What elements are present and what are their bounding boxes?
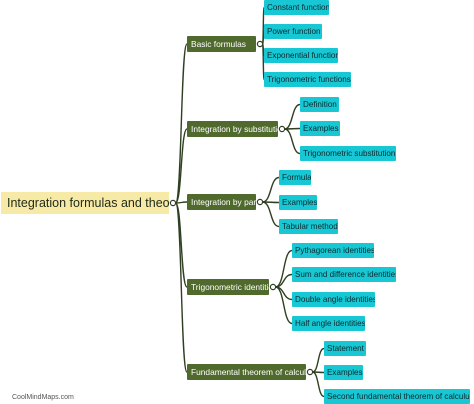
collapse-toggle-icon[interactable] xyxy=(306,368,314,376)
leaf-definition[interactable]: Definition xyxy=(300,97,339,112)
leaf-second-fundamental-theorem[interactable]: Second fundamental theorem of calculus xyxy=(324,389,470,404)
leaf-examples[interactable]: Examples xyxy=(324,365,363,380)
leaf-trigonometric-functions[interactable]: Trigonometric functions xyxy=(264,72,351,87)
connector-line xyxy=(174,202,188,373)
connector-lines xyxy=(174,6,325,398)
branch-label: Fundamental theorem of calculus xyxy=(191,367,306,377)
branch-basic-formulas[interactable]: Basic formulas xyxy=(187,36,256,52)
leaf-examples[interactable]: Examples xyxy=(279,195,317,210)
leaf-power-function[interactable]: Power function xyxy=(264,24,322,39)
leaf-half-angle-identities[interactable]: Half angle identities xyxy=(292,316,365,331)
connector-line xyxy=(312,347,325,373)
collapse-toggle-icon[interactable] xyxy=(169,199,177,207)
leaf-exponential-function[interactable]: Exponential function xyxy=(264,48,338,63)
branch-fundamental-theorem[interactable]: Fundamental theorem of calculus xyxy=(187,364,306,380)
leaf-formula[interactable]: Formula xyxy=(279,170,311,185)
leaf-sum-difference-identities[interactable]: Sum and difference identities xyxy=(292,267,396,282)
leaf-constant-function[interactable]: Constant function xyxy=(264,0,329,15)
connector-line xyxy=(175,201,188,204)
leaf-tabular-method[interactable]: Tabular method xyxy=(279,219,338,234)
leaf-double-angle-identities[interactable]: Double angle identities xyxy=(292,292,375,307)
collapse-rings xyxy=(169,40,314,376)
branch-integration-by-substitution[interactable]: Integration by substitution xyxy=(187,121,278,137)
leaf-statement[interactable]: Statement xyxy=(324,341,366,356)
collapse-toggle-icon[interactable] xyxy=(278,125,286,133)
root-topic[interactable]: Integration formulas and theorem xyxy=(1,192,169,214)
collapse-toggle-icon[interactable] xyxy=(269,283,277,291)
collapse-toggle-icon[interactable] xyxy=(256,40,264,48)
branch-label: Trigonometric identities xyxy=(191,282,269,292)
leaf-pythagorean-identities[interactable]: Pythagorean identities xyxy=(292,243,374,258)
connector-line xyxy=(275,286,293,325)
connector-line xyxy=(174,43,188,204)
branch-trigonometric-identities[interactable]: Trigonometric identities xyxy=(187,279,269,295)
collapse-toggle-icon[interactable] xyxy=(256,198,264,206)
leaf-examples[interactable]: Examples xyxy=(300,121,340,136)
branch-label: Integration by substitution xyxy=(191,124,278,134)
connector-line xyxy=(284,103,301,130)
connector-line xyxy=(262,176,280,203)
branch-label: Integration by parts xyxy=(191,197,256,207)
connector-line xyxy=(262,201,280,228)
connector-line xyxy=(312,371,325,398)
connector-line xyxy=(174,128,188,204)
footer-brand: CoolMindMaps.com xyxy=(12,394,74,401)
branch-integration-by-parts[interactable]: Integration by parts xyxy=(187,194,256,210)
connector-line xyxy=(284,128,301,155)
branch-label: Basic formulas xyxy=(191,39,246,49)
leaf-trigonometric-substitution[interactable]: Trigonometric substitution xyxy=(300,146,396,161)
root-topic-label: Integration formulas and theorem xyxy=(7,196,169,210)
